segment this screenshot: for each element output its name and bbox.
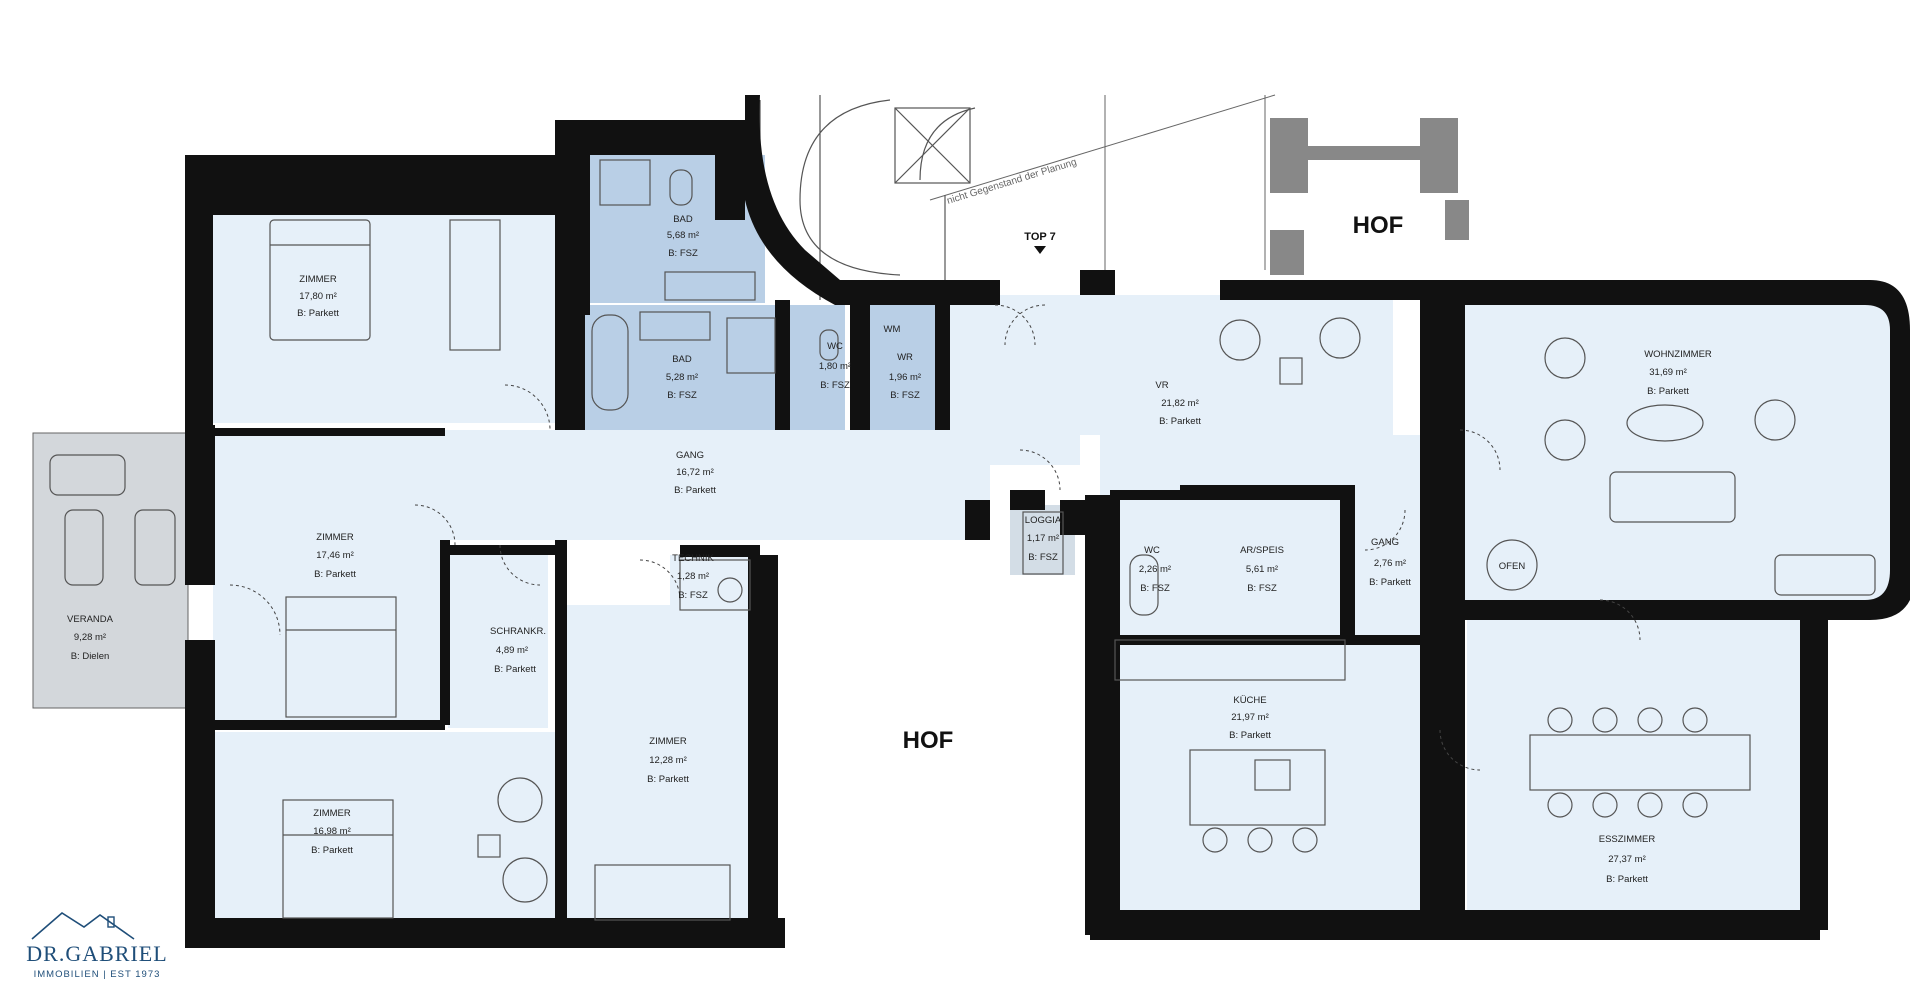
room-area: 17,80 m² <box>299 291 337 302</box>
door-swings <box>229 304 1641 771</box>
logo-subtitle: IMMOBILIEN | EST 1973 <box>33 969 161 980</box>
room-wm: WM <box>884 324 901 335</box>
room-name: WOHNZIMMER <box>1644 349 1712 360</box>
room-name: TECHNIK <box>672 553 714 564</box>
walls <box>185 95 1910 948</box>
room-name: WC <box>1144 545 1160 556</box>
hof-top-label: HOF <box>1353 212 1404 239</box>
room-name: ESSZIMMER <box>1599 834 1656 845</box>
room-floor: B: Parkett <box>1606 874 1648 885</box>
room-ar-speis: AR/SPEIS 5,61 m² B: FSZ <box>1240 545 1284 594</box>
room-zimmer-1: ZIMMER 17,80 m² B: Parkett <box>297 274 339 319</box>
room-name: SCHRANKR. <box>490 626 546 637</box>
room-gang-1: GANG 16,72 m² B: Parkett <box>674 450 716 496</box>
company-logo: DR.GABRIEL IMMOBILIEN | EST 1973 <box>22 905 172 985</box>
room-floor: B: Parkett <box>494 664 536 675</box>
room-floor: B: Parkett <box>314 569 356 580</box>
room-floor: B: FSZ <box>1028 552 1058 563</box>
room-zimmer-3: ZIMMER 12,28 m² B: Parkett <box>647 736 689 785</box>
room-area: 16,72 m² <box>676 467 714 478</box>
room-floor: B: FSZ <box>667 390 697 401</box>
room-floor: B: FSZ <box>1140 583 1170 594</box>
room-area: 17,46 m² <box>316 550 354 561</box>
room-wohnzimmer: WOHNZIMMER 31,69 m² B: Parkett OFEN <box>1499 349 1712 572</box>
room-area: 27,37 m² <box>1608 854 1646 865</box>
room-floor: B: Parkett <box>1159 416 1201 427</box>
room-name: GANG <box>676 450 704 461</box>
room-area: 31,69 m² <box>1649 367 1687 378</box>
room-name: BAD <box>673 214 693 225</box>
room-area: 1,96 m² <box>889 372 921 383</box>
room-name: WR <box>897 352 913 363</box>
room-floor: B: Dielen <box>71 651 110 662</box>
room-name: KÜCHE <box>1233 695 1266 706</box>
room-area: 5,61 m² <box>1246 564 1278 575</box>
room-wr: WM WR 1,96 m² B: FSZ <box>884 324 922 401</box>
room-veranda: VERANDA 9,28 m² B: Dielen <box>67 614 114 662</box>
room-floor: B: FSZ <box>678 590 708 601</box>
room-floor: B: FSZ <box>1247 583 1277 594</box>
room-area: 4,89 m² <box>496 645 528 656</box>
hof-top-pillars <box>1270 118 1469 275</box>
room-area: 5,28 m² <box>666 372 698 383</box>
room-name: ZIMMER <box>316 532 354 543</box>
room-name: ZIMMER <box>649 736 687 747</box>
furniture <box>49 159 1876 921</box>
room-name: AR/SPEIS <box>1240 545 1284 556</box>
stair-area <box>759 94 1276 300</box>
room-floor: B: Parkett <box>674 485 716 496</box>
room-zimmer-4: ZIMMER 16,98 m² B: Parkett <box>311 808 353 856</box>
room-vr: VR 21,82 m² B: Parkett <box>1155 380 1201 427</box>
room-name: VR <box>1155 380 1168 391</box>
room-floor: B: FSZ <box>668 248 698 259</box>
room-area: 16,98 m² <box>313 826 351 837</box>
top-label: TOP 7 <box>1024 231 1055 243</box>
room-floor: B: FSZ <box>890 390 920 401</box>
room-gang-2: GANG 2,76 m² B: Parkett <box>1369 537 1411 588</box>
room-area: 1,80 m² <box>819 361 851 372</box>
room-wc-2: WC 2,26 m² B: FSZ <box>1139 545 1171 594</box>
room-name: LOGGIA <box>1025 515 1062 526</box>
room-bad-1: BAD 5,68 m² B: FSZ <box>667 214 699 259</box>
hof-center-label: HOF <box>903 727 954 754</box>
room-floor: B: FSZ <box>820 380 850 391</box>
room-floor: B: Parkett <box>647 774 689 785</box>
room-name: ZIMMER <box>313 808 351 819</box>
room-technik: TECHNIK 1,28 m² B: FSZ <box>672 553 714 601</box>
room-fills <box>32 155 1895 922</box>
room-bad-2: BAD 5,28 m² B: FSZ <box>666 354 698 401</box>
room-wc-1: WC 1,80 m² B: FSZ <box>819 341 851 391</box>
room-ofen: OFEN <box>1499 561 1526 572</box>
room-kueche: KÜCHE 21,97 m² B: Parkett <box>1229 695 1271 741</box>
room-area: 9,28 m² <box>74 632 106 643</box>
room-name: VERANDA <box>67 614 114 625</box>
room-area: 2,26 m² <box>1139 564 1171 575</box>
room-area: 21,82 m² <box>1161 398 1199 409</box>
room-name: WC <box>827 341 843 352</box>
annotation-not-planned: nicht Gegenstand der Planung <box>946 157 1078 207</box>
room-floor: B: Parkett <box>311 845 353 856</box>
room-area: 1,28 m² <box>677 571 709 582</box>
room-floor: B: Parkett <box>1647 386 1689 397</box>
room-name: ZIMMER <box>299 274 337 285</box>
room-area: 5,68 m² <box>667 230 699 241</box>
room-area: 1,17 m² <box>1027 533 1059 544</box>
logo-name: DR.GABRIEL <box>26 941 168 966</box>
room-esszimmer: ESSZIMMER 27,37 m² B: Parkett <box>1599 834 1656 885</box>
room-floor: B: Parkett <box>297 308 339 319</box>
top-marker-icon <box>1034 246 1046 254</box>
room-loggia: LOGGIA 1,17 m² B: FSZ <box>1025 515 1062 563</box>
room-zimmer-2: ZIMMER 17,46 m² B: Parkett <box>314 532 356 580</box>
room-floor: B: Parkett <box>1229 730 1271 741</box>
room-area: 21,97 m² <box>1231 712 1269 723</box>
room-floor: B: Parkett <box>1369 577 1411 588</box>
room-schrankraum: SCHRANKR. 4,89 m² B: Parkett <box>490 626 546 675</box>
room-area: 2,76 m² <box>1374 558 1406 569</box>
room-area: 12,28 m² <box>649 755 687 766</box>
house-roof-icon <box>31 912 135 940</box>
room-name: GANG <box>1371 537 1399 548</box>
room-name: BAD <box>672 354 692 365</box>
